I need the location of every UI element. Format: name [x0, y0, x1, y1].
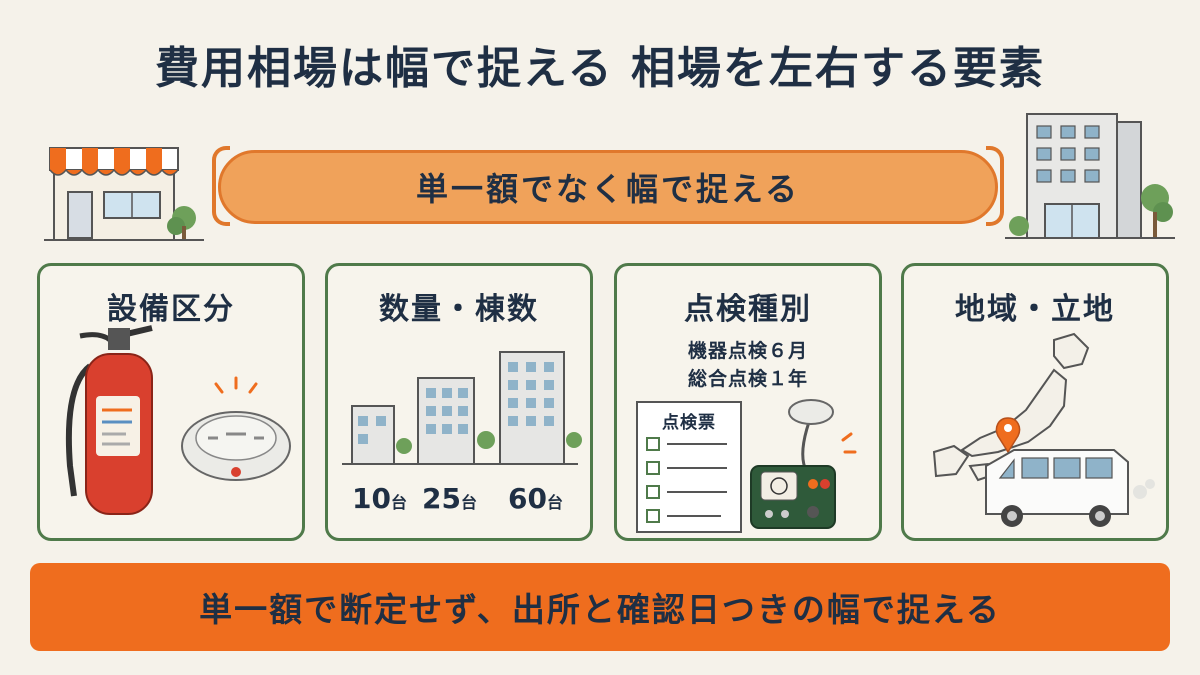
range-bracket-left	[212, 146, 230, 226]
card-region-location: 地域・立地	[901, 263, 1169, 541]
card-equipment-category: 設備区分	[37, 263, 305, 541]
card-inspection-type: 点検種別 機器点検６月 総合点検１年 点検票	[614, 263, 882, 541]
count-medium: 25台	[422, 482, 477, 515]
count-small: 10台	[352, 482, 407, 515]
office-building-illustration	[1005, 113, 1175, 239]
tester-device-icon	[750, 399, 857, 529]
card-title: 数量・棟数	[379, 292, 539, 327]
range-bracket-right	[986, 146, 1004, 226]
shop-illustration	[44, 147, 204, 241]
card-title: 点検種別	[684, 292, 812, 327]
banner-pill: 単一額でなく幅で捉える	[218, 150, 998, 224]
checklist-label: 点検票	[662, 413, 716, 433]
smoke-detector-icon	[181, 376, 291, 481]
card-title: 設備区分	[107, 292, 235, 327]
checklist-icon	[636, 399, 857, 533]
van-icon	[985, 449, 1155, 527]
count-large: 60台	[508, 482, 563, 515]
inspection-comprehensive-line: 総合点検１年	[687, 368, 808, 390]
buildings-icon	[342, 351, 582, 465]
card-quantity-buildings: 数量・棟数	[325, 263, 593, 541]
inspection-equipment-line: 機器点検６月	[687, 340, 808, 362]
card-title: 地域・立地	[955, 292, 1115, 327]
page-title: 費用相場は幅で捉える 相場を左右する要素	[155, 43, 1045, 94]
fire-extinguisher-icon	[65, 325, 291, 515]
footer-banner: 単一額で断定せず、出所と確認日つきの幅で捉える	[30, 563, 1170, 651]
japan-map-icon	[932, 332, 1155, 527]
